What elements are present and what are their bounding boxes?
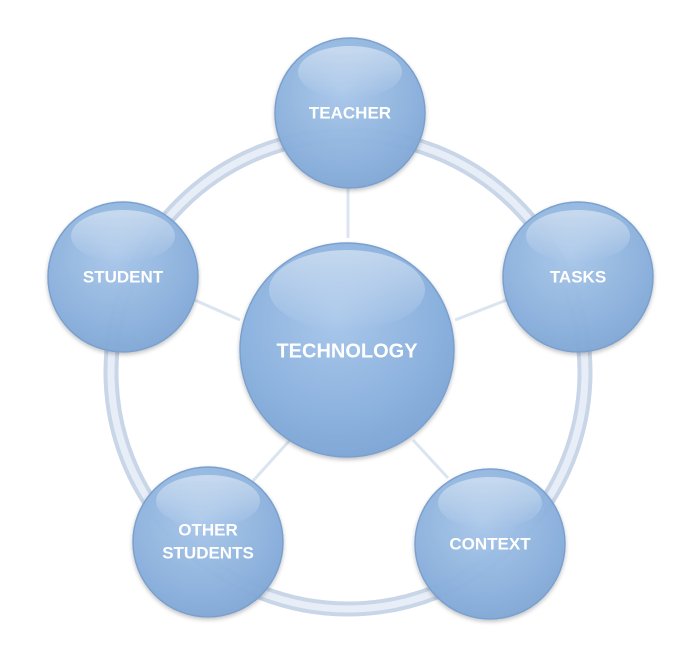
node-student: STUDENT [47, 201, 199, 353]
node-tasks: TASKS [502, 201, 654, 353]
connector-other-students [250, 438, 292, 484]
node-context: CONTEXT [414, 468, 566, 620]
center-node-technology: TECHNOLOGY [239, 242, 455, 458]
connector-context [411, 438, 450, 480]
node-label-student: STUDENT [83, 267, 164, 286]
node-label-teacher: TEACHER [309, 103, 391, 122]
connector-tasks [454, 296, 513, 322]
node-label-tasks: TASKS [550, 267, 606, 286]
connector-lines [189, 188, 513, 484]
node-teacher: TEACHER [274, 37, 426, 189]
node-label-context: CONTEXT [449, 534, 531, 553]
node-other-students: OTHER STUDENTS [132, 466, 284, 618]
node-label-other-students-line2: STUDENTS [162, 543, 254, 562]
connector-student [189, 296, 241, 322]
center-label: TECHNOLOGY [276, 340, 418, 362]
node-label-other-students-line1: OTHER [178, 520, 238, 539]
